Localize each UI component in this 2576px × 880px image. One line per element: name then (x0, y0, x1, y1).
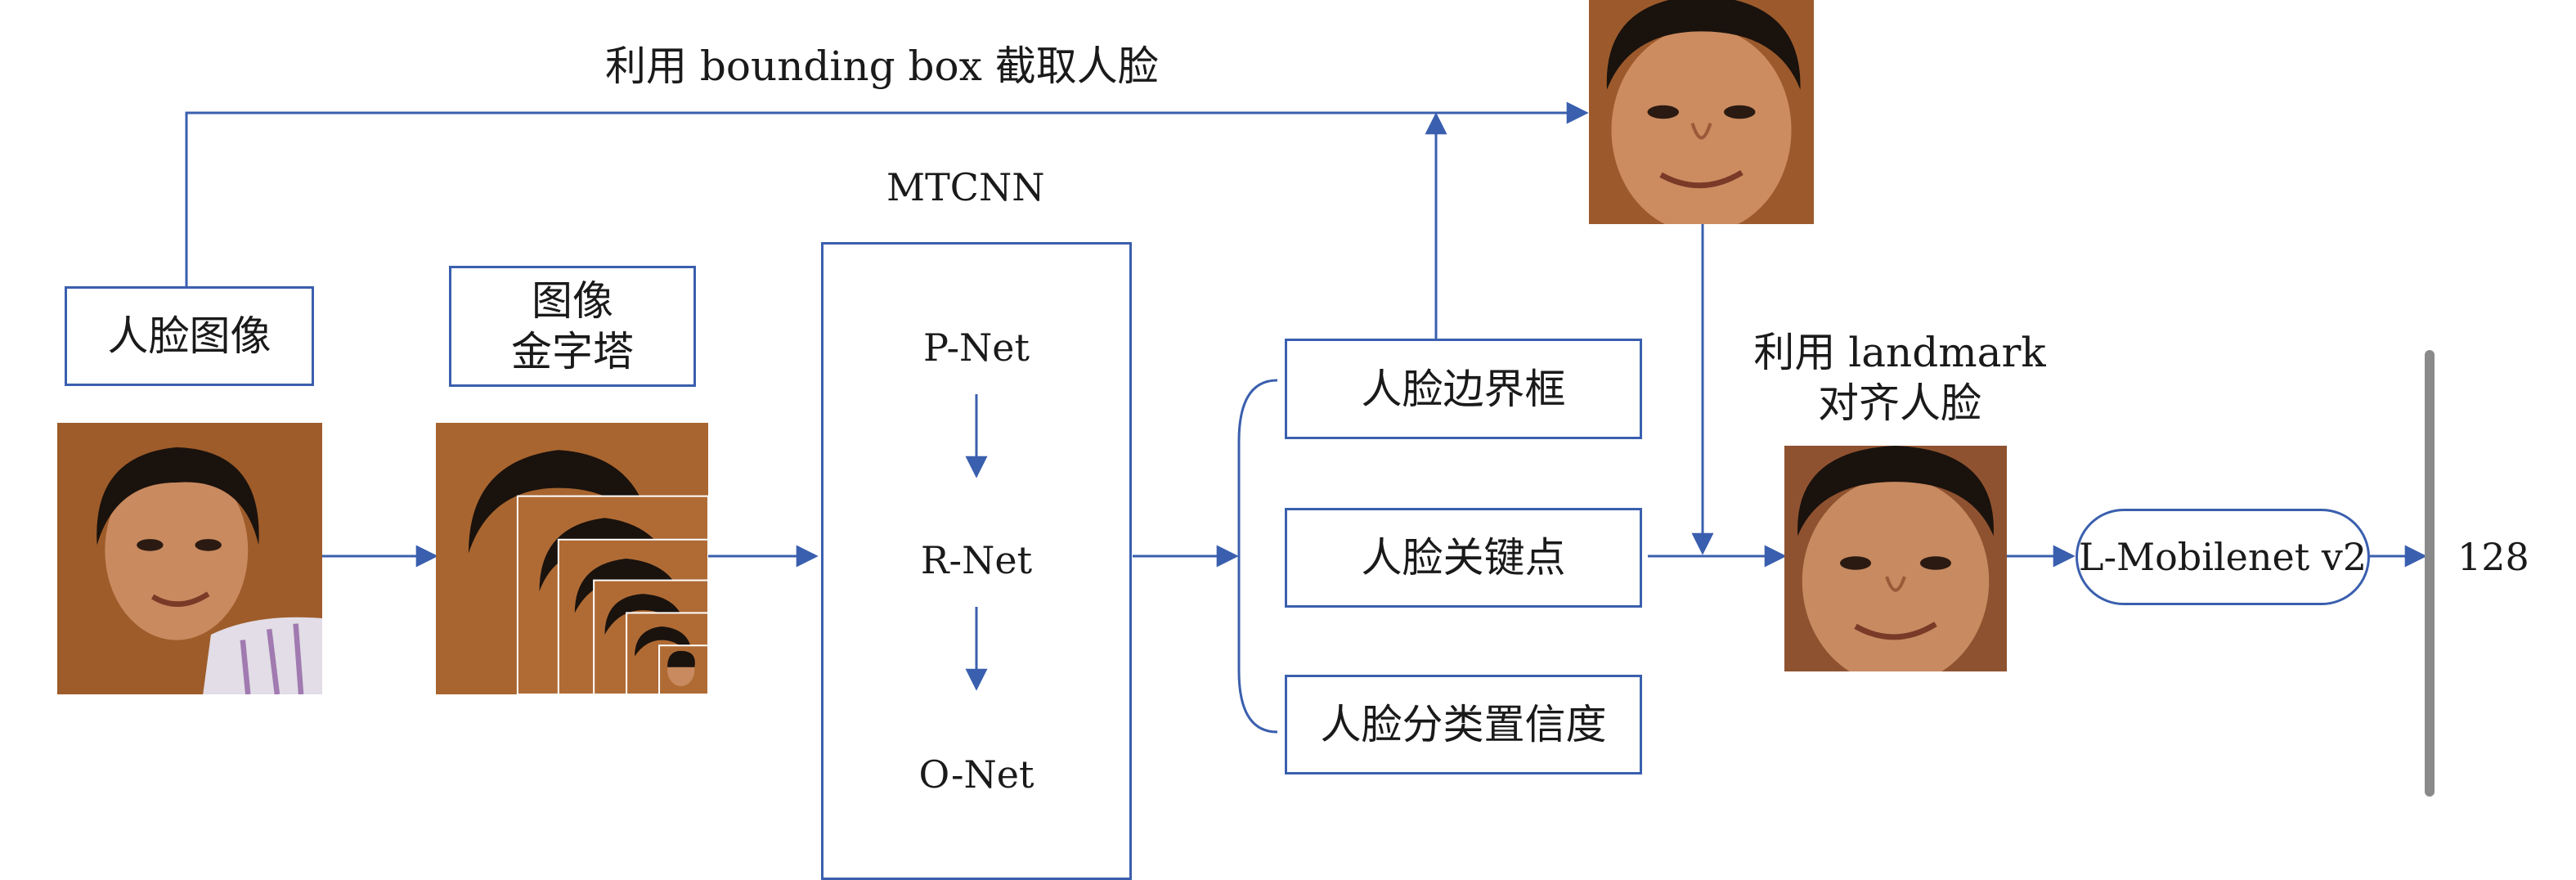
output-bbox-box: 人脸边界框 (1285, 339, 1642, 439)
outputs-bracket (1237, 379, 1278, 734)
input-box: 人脸图像 (65, 286, 314, 386)
output-confidence-box: 人脸分类置信度 (1285, 675, 1642, 774)
model-label: L-Mobilenet v2 (2078, 535, 2367, 579)
embedding-size-label: 128 (2457, 535, 2529, 579)
rnet-label: R-Net (920, 538, 1033, 582)
pnet-label: P-Net (923, 326, 1030, 370)
pyramid-box-line2: 金字塔 (511, 328, 634, 375)
output-bbox-label: 人脸边界框 (1361, 365, 1566, 413)
output-confidence-label: 人脸分类置信度 (1320, 701, 1607, 748)
image-pyramid (436, 423, 708, 694)
model-node: L-Mobilenet v2 (2076, 509, 2370, 605)
cropped-face-photo (1589, 0, 1814, 224)
embedding-vector-bar (2425, 350, 2435, 797)
output-landmarks-label: 人脸关键点 (1361, 534, 1566, 581)
pyramid-box: 图像 金字塔 (449, 266, 696, 387)
mtcnn-title: MTCNN (886, 165, 1045, 209)
output-landmarks-box: 人脸关键点 (1285, 508, 1642, 608)
align-label-line2: 对齐人脸 (1818, 379, 1981, 427)
pyramid-box-line1: 图像 (532, 277, 613, 325)
align-label: 利用 landmark 对齐人脸 (1752, 327, 2047, 429)
input-face-photo (57, 423, 322, 694)
input-box-label: 人脸图像 (107, 312, 272, 360)
crop-label: 利用 bounding box 截取人脸 (605, 43, 1159, 90)
aligned-face-photo (1784, 446, 2007, 671)
crop-arrow (185, 101, 1589, 286)
onet-label: O-Net (918, 752, 1034, 797)
align-label-line1: 利用 landmark (1753, 329, 2046, 376)
